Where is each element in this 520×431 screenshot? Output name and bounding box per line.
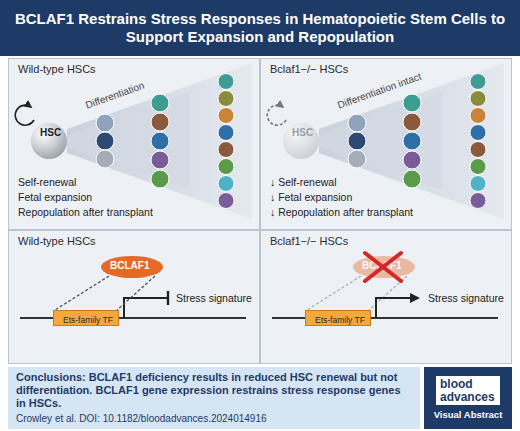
mature-cell [470, 142, 486, 158]
logo-text: blood advances [436, 376, 500, 405]
cell-label: HSC [40, 127, 61, 138]
conclusion-box: Conclusions: BCLAF1 deficiency results i… [8, 367, 420, 429]
title-banner [0, 0, 520, 56]
mature-cell [470, 74, 486, 90]
cross-stroke [365, 253, 401, 281]
progenitor-cell [151, 94, 169, 112]
mature-cell [470, 125, 486, 141]
inhibition-bar [167, 291, 169, 305]
conclusion-text: Conclusions: BCLAF1 deficiency results i… [16, 371, 412, 410]
outcome-label: ↓ Self-renewal [270, 176, 337, 188]
progenitor-cell [403, 151, 421, 169]
mature-cell [218, 176, 234, 192]
mature-cell [218, 125, 234, 141]
progenitor-cell [96, 132, 114, 150]
mature-cell [218, 91, 234, 107]
progenitor-cell [403, 94, 421, 112]
main-panel-background [8, 58, 512, 364]
progenitor-cell [151, 151, 169, 169]
differentiation-fan [67, 63, 252, 219]
self-renewal-arrow [267, 105, 286, 125]
progenitor-cell [96, 114, 114, 132]
progenitor-cell [348, 114, 366, 132]
cell-label: HSC [292, 127, 313, 138]
stem-cell-circle: HSC [283, 123, 319, 159]
cross-stroke [365, 253, 401, 281]
progenitor-cell [348, 150, 366, 168]
outcome-label: ↓ Repopulation after transplant [270, 206, 413, 218]
outcome-label: Repopulation after transplant [18, 206, 153, 218]
mature-cell [470, 91, 486, 107]
panel-heading: Bclaf1−/− HSCs [270, 235, 348, 247]
outcome-label: Fetal expansion [18, 191, 92, 203]
binding-connector [55, 276, 155, 310]
conclusion-text: Crowley et al. DOI: 10.1182/bloodadvance… [16, 413, 412, 425]
tf-label: Ets-family TF [315, 315, 365, 325]
connector-group [55, 276, 407, 310]
binding-connector [307, 276, 407, 310]
logo-text: Visual Abstract [434, 409, 503, 420]
progenitor-cell [151, 113, 169, 131]
mature-cell [218, 108, 234, 124]
journal-logo: blood advancesVisual Abstract [424, 367, 512, 429]
progenitor-cell [403, 132, 421, 150]
outcome-label: ↓ Fetal expansion [270, 191, 352, 203]
tf-box: Ets-family TF [53, 310, 119, 326]
progenitor-cell [151, 170, 169, 188]
progenitor-cell [348, 132, 366, 150]
protein-oval: BCLAF1 [101, 256, 163, 278]
self-renewal-arrow [15, 105, 34, 125]
blocked-arrow [124, 298, 167, 318]
mature-cell [470, 193, 486, 209]
protein-label: BCLAF1 [110, 260, 149, 271]
protein-label: BCLAF1 [362, 260, 401, 271]
mature-cell [218, 142, 234, 158]
mature-cell [218, 193, 234, 209]
gene-signature-label: Stress signature [428, 292, 508, 304]
tf-box: Ets-family TF [305, 310, 371, 326]
mature-cell [218, 74, 234, 90]
tf-label: Ets-family TF [63, 315, 113, 325]
progenitor-cell [403, 170, 421, 188]
fan-shape [67, 63, 252, 219]
title-text: BCLAF1 Restrains Stress Responses in Hem… [12, 0, 508, 56]
knockout-cross [365, 253, 401, 281]
panel-heading: Wild-type HSCs [18, 63, 96, 75]
activation-arrow [376, 298, 418, 318]
outcome-label: Self-renewal [18, 176, 76, 188]
progenitor-cell [403, 113, 421, 131]
progenitor-cell [151, 132, 169, 150]
progenitor-cell [96, 150, 114, 168]
panel-heading: Bclaf1−/− HSCs [270, 63, 348, 75]
protein-oval: BCLAF1 [353, 256, 415, 278]
stem-cell-circle: HSC [31, 123, 67, 159]
mature-cell [470, 176, 486, 192]
mature-cell [470, 108, 486, 124]
panel-heading: Wild-type HSCs [18, 235, 96, 247]
gene-signature-label: Stress signature [176, 292, 256, 304]
mature-cell [218, 159, 234, 175]
mature-cell [470, 159, 486, 175]
